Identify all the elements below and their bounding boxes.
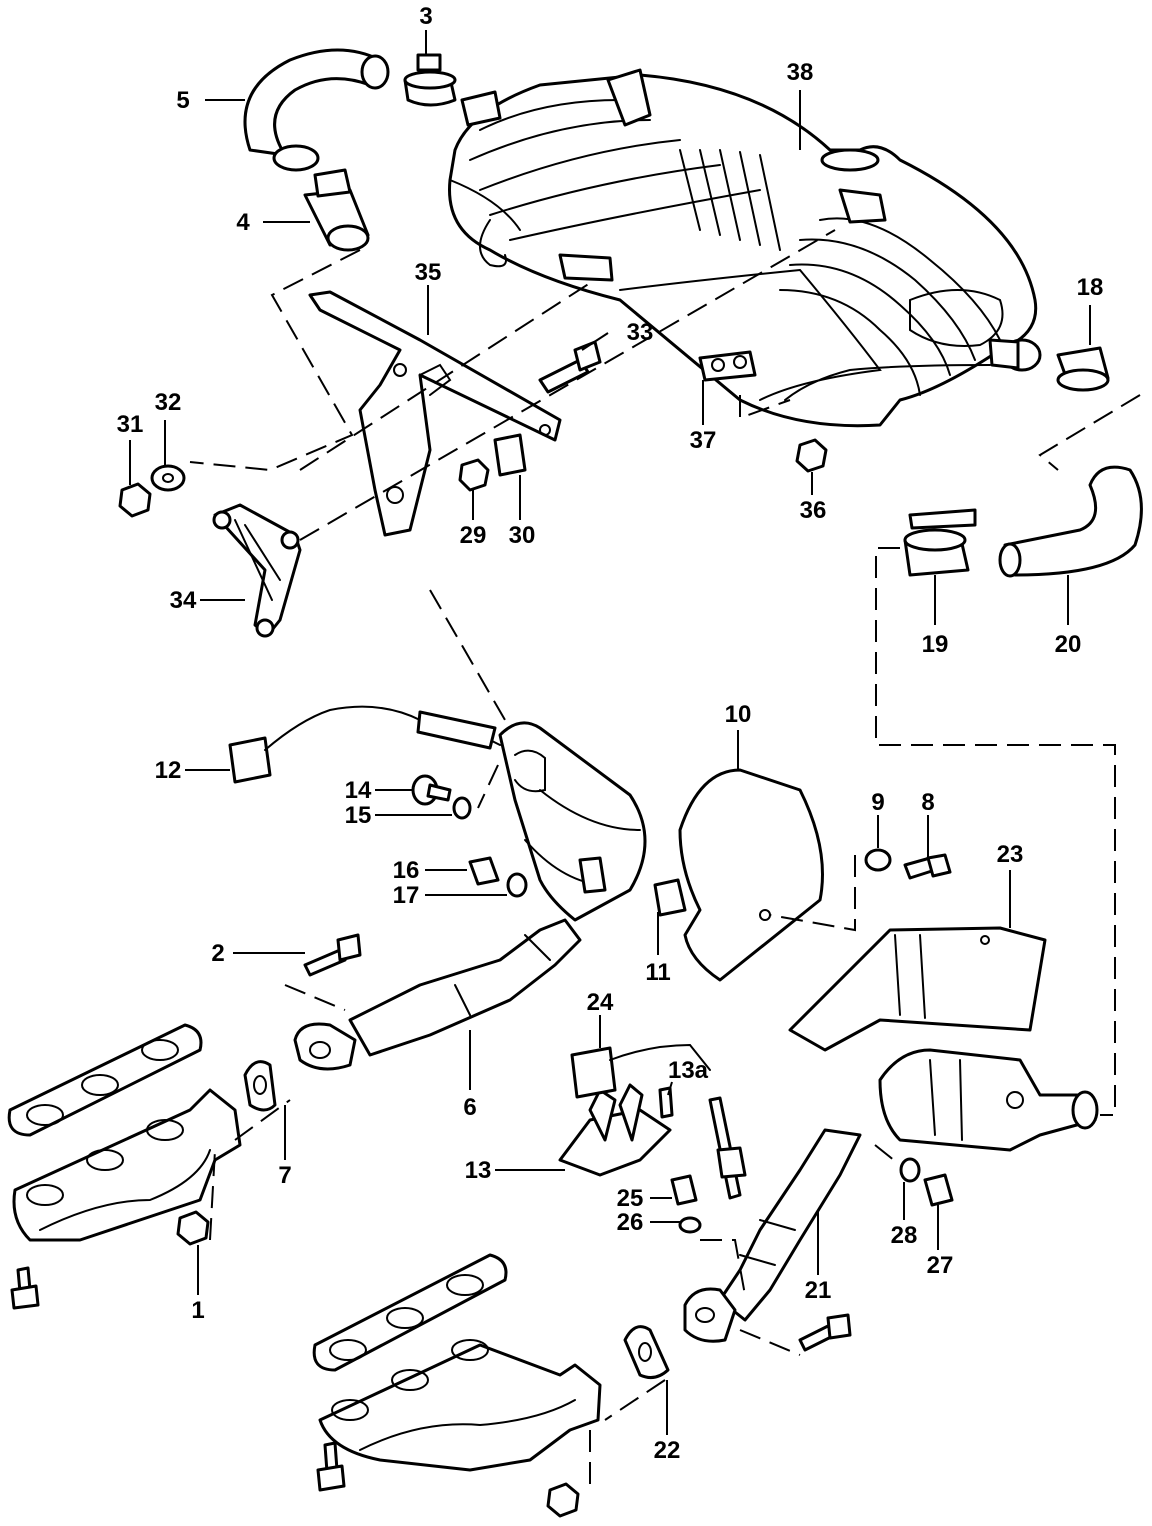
callout-1: 1 (191, 1297, 204, 1324)
callout-21: 21 (805, 1277, 832, 1304)
gasket-7 (243, 1060, 277, 1112)
callout-36: 36 (800, 497, 827, 524)
stud-left-upper (10, 1266, 40, 1310)
gasket-22 (623, 1325, 670, 1380)
leader-lines (129, 30, 1091, 1435)
plug-25 (670, 1174, 698, 1206)
callout-16: 16 (393, 857, 420, 884)
plug-27 (923, 1173, 954, 1207)
manifold-left-upper (12, 1088, 242, 1242)
clip-30 (493, 433, 527, 477)
support-34 (212, 503, 302, 638)
callout-29: 29 (460, 522, 487, 549)
bracket-37 (698, 350, 757, 382)
assembly-lines (189, 229, 1141, 1490)
stud-right-lower (316, 1441, 346, 1492)
callout-34: 34 (170, 587, 197, 614)
callout-6: 6 (463, 1094, 476, 1121)
callout-13a: 13a (668, 1057, 709, 1084)
bracket-13 (558, 1083, 672, 1177)
bolt-8 (903, 853, 952, 880)
callout-32: 32 (155, 389, 182, 416)
heat-shield-10 (678, 768, 824, 982)
callout-13: 13 (465, 1157, 492, 1184)
callout-11: 11 (645, 959, 670, 986)
callout-33: 33 (627, 319, 654, 346)
gasket-right-lower (312, 1253, 508, 1372)
callout-22: 22 (654, 1437, 681, 1464)
callout-4: 4 (236, 209, 250, 236)
callout-28: 28 (891, 1222, 918, 1249)
callout-2: 2 (211, 940, 224, 967)
exhaust-pipe-upper (243, 48, 390, 172)
bolt-33 (538, 340, 602, 394)
callout-24: 24 (587, 989, 614, 1016)
callout-12: 12 (155, 757, 182, 784)
callout-31: 31 (117, 411, 144, 438)
callout-5: 5 (176, 87, 189, 114)
nut-29 (458, 458, 490, 492)
callout-10: 10 (725, 701, 752, 728)
oxygen-sensor-right (708, 1096, 747, 1200)
rear-muffler (448, 68, 1042, 428)
catalytic-converter-right (878, 1048, 1099, 1152)
callout-37: 37 (690, 427, 717, 454)
washer-28 (899, 1157, 921, 1183)
callout-38: 38 (787, 59, 814, 86)
connector-24 (570, 1043, 711, 1099)
callout-35: 35 (415, 259, 442, 286)
callout-19: 19 (922, 631, 949, 658)
mount-11 (653, 878, 687, 917)
callout-30: 30 (509, 522, 536, 549)
callouts: 3 5 4 38 35 33 18 31 32 37 29 30 36 34 1… (117, 3, 1104, 1464)
washer-17 (506, 872, 528, 898)
callout-14: 14 (345, 777, 372, 804)
manifold-right-lower (318, 1339, 602, 1472)
washer-9 (864, 848, 892, 872)
callout-3: 3 (419, 3, 432, 30)
clamp-4 (303, 168, 370, 252)
callout-17: 17 (393, 882, 420, 909)
nut-lower (546, 1482, 580, 1518)
callout-27: 27 (927, 1252, 954, 1279)
oxygen-sensor (228, 705, 501, 784)
screw-13a (658, 1086, 674, 1119)
clamp-18 (1056, 346, 1110, 392)
nut-31 (118, 482, 152, 518)
clamp-3 (403, 53, 457, 107)
callout-18: 18 (1077, 274, 1104, 301)
nut-36 (795, 438, 828, 473)
clamp-19 (903, 508, 977, 577)
mounting-bracket (308, 290, 562, 537)
callout-25: 25 (617, 1185, 644, 1212)
callout-23: 23 (997, 841, 1024, 868)
front-pipe-6 (293, 918, 582, 1071)
callout-15: 15 (345, 802, 372, 829)
washer-32 (150, 464, 186, 492)
gasket-left-upper (7, 1023, 203, 1137)
callout-20: 20 (1055, 631, 1082, 658)
callout-7: 7 (278, 1162, 291, 1189)
washer-26 (678, 1216, 702, 1234)
callout-8: 8 (921, 789, 934, 816)
washer-15 (452, 796, 472, 820)
bolt-lower (798, 1313, 852, 1352)
front-pipe-21 (683, 1128, 862, 1343)
nut-1 (176, 1210, 210, 1246)
exhaust-pipe-20 (998, 465, 1143, 578)
catalytic-converter-left (498, 721, 647, 922)
plug-16 (468, 856, 500, 886)
callout-9: 9 (871, 789, 884, 816)
bolt-2 (303, 933, 362, 977)
callout-26: 26 (617, 1209, 644, 1236)
screw-14 (411, 774, 452, 806)
heat-shield-23 (788, 926, 1047, 1052)
